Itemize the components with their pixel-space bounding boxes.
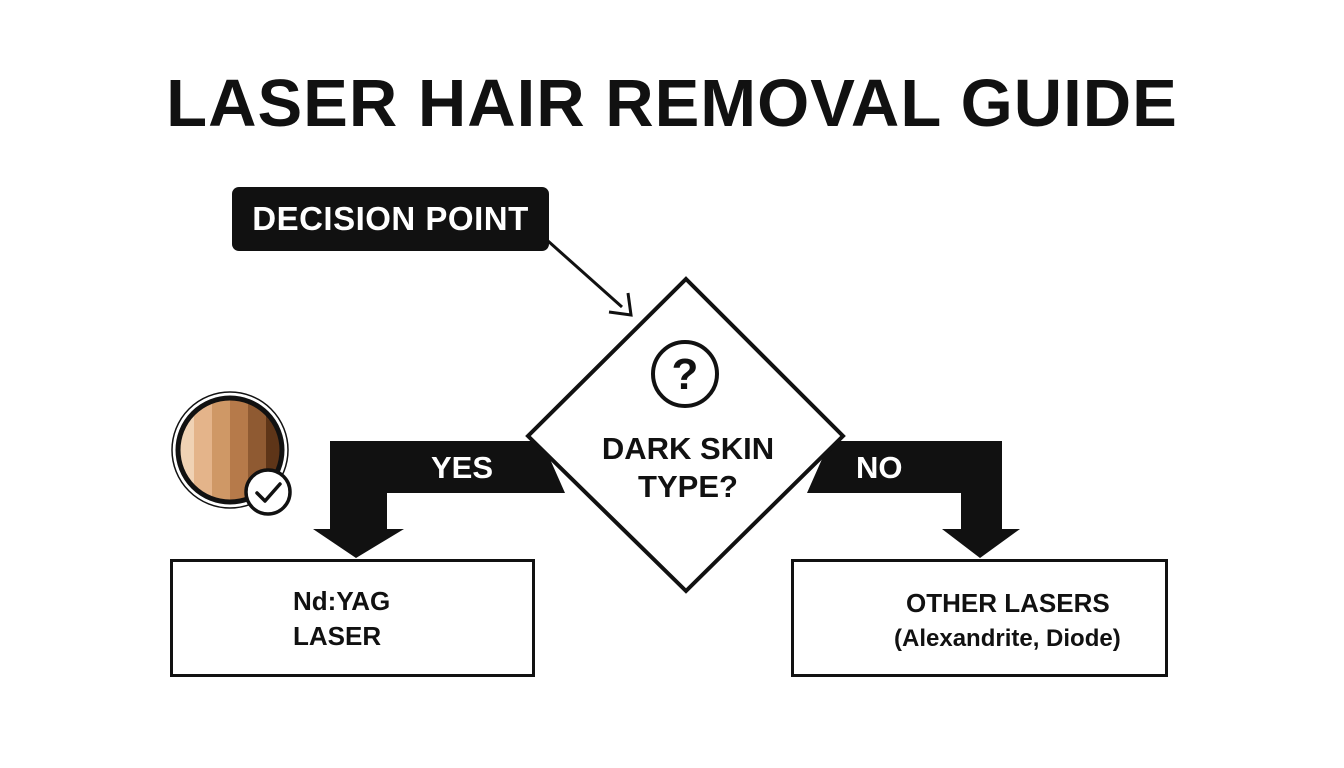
yes-branch-arrow xyxy=(313,441,565,558)
ndyag-line1: Nd:YAG xyxy=(293,586,391,616)
decision-question: DARK SKIN TYPE? xyxy=(574,430,802,506)
decision-diamond xyxy=(525,276,846,594)
other-lasers-line1: OTHER LASERS xyxy=(906,588,1110,618)
other-lasers-box: OTHER LASERS (Alexandrite, Diode) xyxy=(791,559,1168,677)
page-title: LASER HAIR REMOVAL GUIDE xyxy=(166,66,1178,141)
ndyag-laser-text: Nd:YAG LASER xyxy=(293,584,390,654)
yes-branch-label: YES xyxy=(431,450,494,485)
callout-connector-arrowhead xyxy=(608,292,633,317)
no-branch-arrow xyxy=(807,441,1020,558)
callout-connector-line xyxy=(547,239,623,309)
decision-question-line1: DARK SKIN xyxy=(601,431,775,466)
decision-question-line2: TYPE? xyxy=(638,469,738,504)
other-lasers-text: OTHER LASERS (Alexandrite, Diode) xyxy=(894,586,1121,656)
checkmark-icon xyxy=(244,468,292,516)
ndyag-laser-box: Nd:YAG LASER xyxy=(170,559,535,677)
question-mark-symbol: ? xyxy=(671,350,699,399)
ndyag-line2: LASER xyxy=(293,621,382,651)
no-branch-label: NO xyxy=(856,450,903,485)
other-lasers-line2: (Alexandrite, Diode) xyxy=(894,625,1121,652)
decision-point-callout: DECISION POINT xyxy=(232,187,549,251)
question-circle-icon xyxy=(651,340,719,408)
